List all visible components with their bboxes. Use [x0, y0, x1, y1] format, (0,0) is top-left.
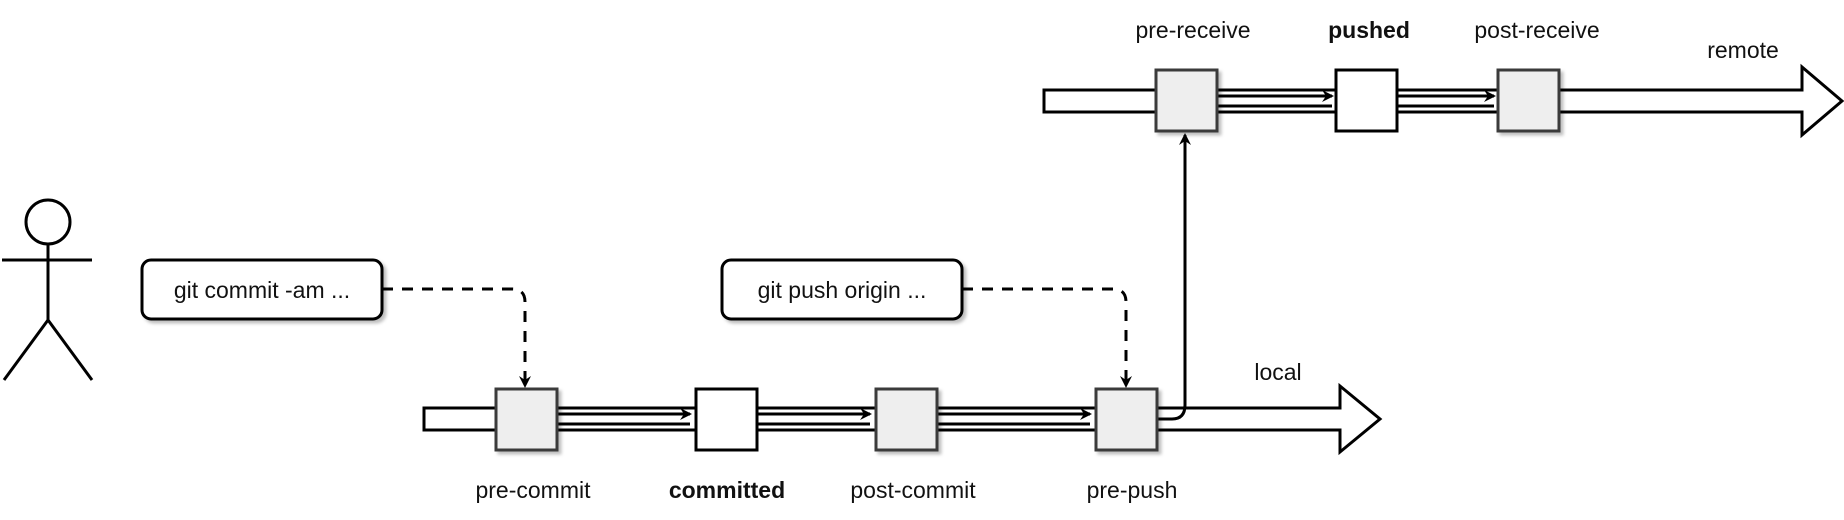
pre-receive-hook-box [1154, 68, 1219, 133]
committed-state-box [694, 387, 759, 452]
post-commit-hook-box [874, 387, 939, 452]
pushed-state-box [1334, 68, 1399, 133]
local-timeline-label: local [1254, 359, 1301, 385]
push-connector-arrow [1157, 133, 1191, 421]
pre-receive-label: pre-receive [1135, 17, 1250, 43]
push-trigger-dashed-arrow [962, 287, 1132, 388]
stick-figure-user-icon [2, 198, 94, 381]
pre-push-hook-box [1094, 387, 1159, 452]
pre-commit-label: pre-commit [475, 477, 591, 503]
post-receive-label: post-receive [1474, 17, 1599, 43]
pre-commit-hook-box [494, 387, 559, 452]
git-push-command-text: git push origin ... [758, 277, 927, 303]
pushed-label: pushed [1328, 17, 1410, 43]
pre-push-label: pre-push [1087, 477, 1178, 503]
commit-trigger-dashed-arrow [382, 287, 531, 388]
post-receive-hook-box [1496, 68, 1561, 133]
local-step-connectors [557, 408, 1092, 426]
git-push-command: git push origin ... [720, 258, 964, 321]
remote-timeline-label: remote [1707, 37, 1779, 63]
git-commit-command-text: git commit -am ... [174, 277, 350, 303]
git-commit-command: git commit -am ... [140, 258, 384, 321]
post-commit-label: post-commit [850, 477, 976, 503]
committed-label: committed [669, 477, 785, 503]
remote-step-connectors [1217, 90, 1496, 108]
